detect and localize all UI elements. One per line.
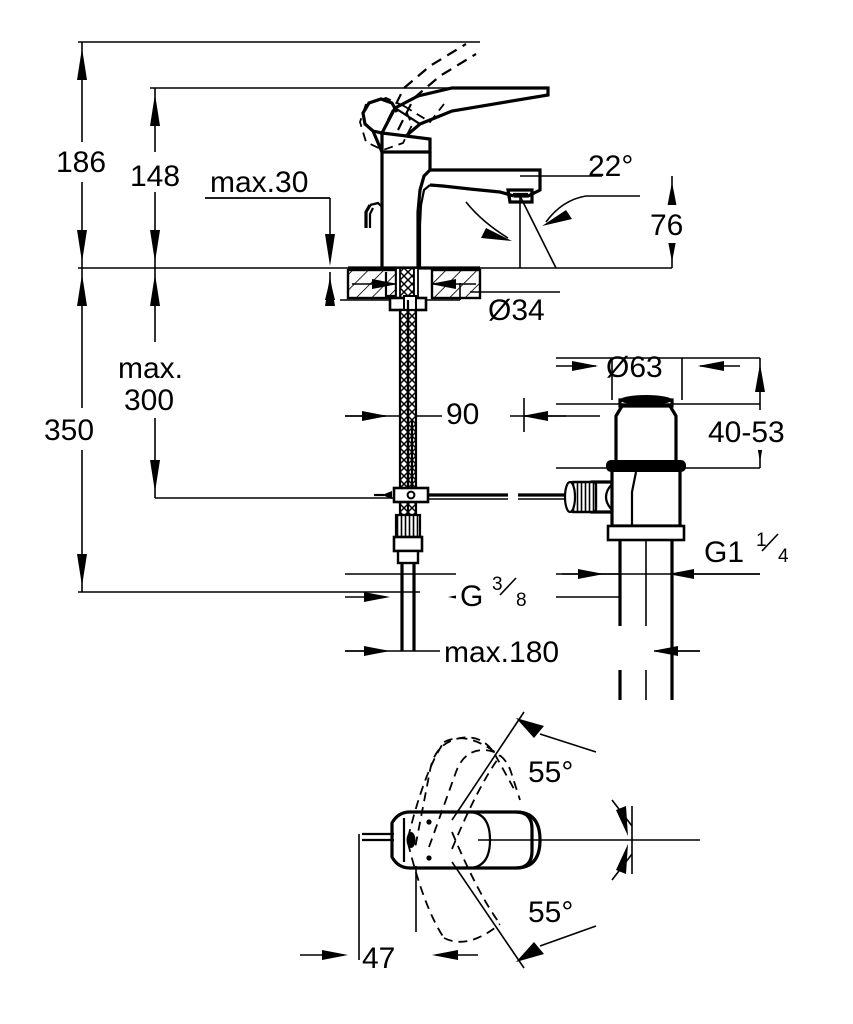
dim-label-G38-numerator: 3 (492, 574, 503, 595)
dim-max300: max. 300 (108, 268, 214, 498)
arrowhead (430, 279, 456, 289)
arrowhead (481, 228, 512, 241)
arrowhead (150, 94, 160, 126)
dim-label-76: 76 (650, 209, 683, 242)
dim-label-max300-line1: max. (118, 352, 183, 385)
dim-angle-55-upper: 55° (451, 711, 633, 836)
dim-label-G114-numerator: 1 (756, 530, 767, 551)
arrowhead (522, 411, 548, 421)
arrowhead (150, 460, 160, 492)
arrowhead (516, 942, 544, 962)
dim-max30: max.30 (205, 166, 335, 306)
arrowhead (77, 274, 87, 306)
dim-label-55-lower: 55° (528, 896, 573, 929)
dim-90: 90 (345, 392, 566, 432)
dim-max180: max.180 (345, 626, 700, 670)
lever-phantom-upper (407, 736, 521, 850)
faucet-lever-open-phantom (359, 43, 477, 151)
arrowhead (150, 274, 160, 306)
dim-label-G38-denominator: 8 (516, 590, 527, 611)
arrowhead (542, 210, 572, 226)
faucet-body (364, 152, 542, 268)
dim-label-90: 90 (446, 398, 479, 431)
arrowhead (668, 569, 694, 579)
drain-gasket (606, 460, 686, 472)
arrowhead (362, 411, 388, 421)
arrowhead (578, 569, 604, 579)
arrowhead (616, 844, 628, 874)
faucet-lever-closed (361, 86, 550, 154)
elevation-view: 186 148 max.30 (40, 41, 826, 700)
arrowhead (432, 950, 458, 960)
arrowhead (77, 230, 87, 262)
dim-thread-G114: G1 1 4 (562, 528, 824, 592)
fraction-slash (499, 577, 517, 596)
dim-label-G114-letter: G1 (704, 536, 744, 569)
dim-thread-G38: G 3 8 (345, 572, 620, 614)
arrowhead (364, 592, 390, 602)
dim-label-22deg: 22° (588, 150, 633, 183)
arrowhead (364, 646, 390, 656)
lever-plan-body (390, 810, 542, 870)
dim-label-max30: max.30 (210, 166, 308, 199)
dim-148: 148 (126, 88, 206, 268)
arrowhead (77, 48, 87, 80)
dim-186: 186 (52, 42, 132, 268)
dim-label-diameter34: Ø34 (488, 294, 545, 327)
dim-angle-55-lower: 55° (451, 844, 633, 969)
dim-label-40-53: 40-53 (708, 416, 785, 449)
dim-label-G114-denominator: 4 (778, 546, 789, 567)
lever-phantom-lower (407, 831, 501, 943)
dim-diameter-34: Ø34 (488, 294, 545, 327)
lever-indicator (406, 832, 416, 848)
arrowhead (325, 234, 335, 266)
arrowhead (150, 230, 160, 262)
dim-label-G38-letter: G (460, 580, 483, 613)
arrowhead (616, 806, 628, 836)
arrowhead (652, 646, 678, 656)
arrowhead (325, 276, 335, 306)
dim-angle-22: 22° (465, 150, 640, 269)
arrowhead (667, 182, 677, 208)
dim-label-diameter63: Ø63 (606, 351, 663, 384)
dim-diameter-63: Ø63 (556, 351, 740, 400)
dim-label-148: 148 (130, 160, 180, 193)
dim-label-47: 47 (362, 942, 395, 975)
dim-label-max180: max.180 (444, 636, 559, 669)
dim-47: 47 (300, 932, 478, 975)
rod-end (382, 491, 392, 499)
dim-40-53: 40-53 (704, 358, 826, 468)
arrowhead (755, 364, 765, 392)
dim-label-55-upper: 55° (528, 756, 573, 789)
dim-label-186: 186 (56, 146, 106, 179)
arrowhead (322, 950, 348, 960)
popup-waste-assembly (563, 395, 686, 700)
arrowhead (516, 718, 544, 738)
arrowhead (698, 361, 724, 371)
dim-label-350: 350 (44, 414, 94, 447)
dim-label-max300-line2: 300 (124, 384, 174, 417)
plan-view: 55° 55° 47 (300, 711, 700, 975)
fraction-slash (761, 533, 779, 552)
arrowhead (77, 554, 87, 586)
dim-76: 76 (646, 176, 708, 268)
arrowhead (572, 361, 598, 371)
